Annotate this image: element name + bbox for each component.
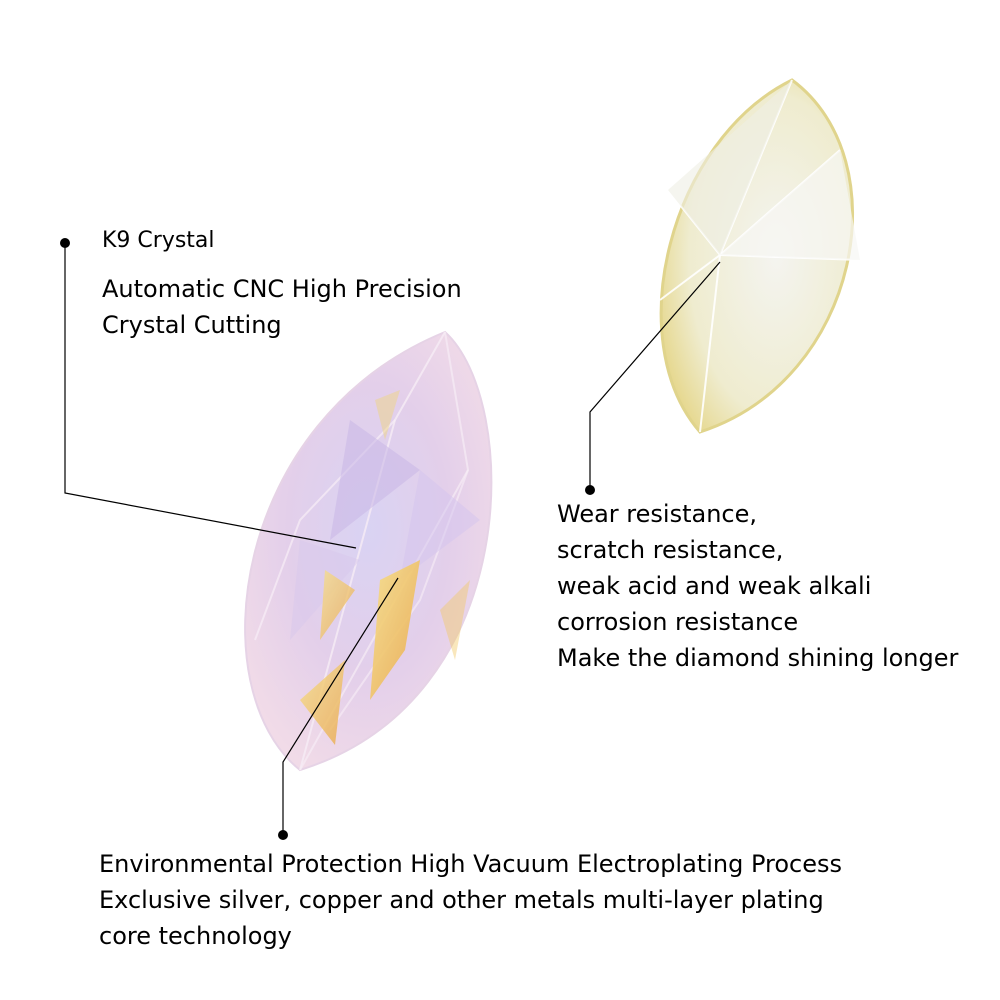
callout-dot-material bbox=[60, 238, 70, 248]
durability-line: Wear resistance, bbox=[557, 500, 757, 528]
durability-line: scratch resistance, bbox=[557, 536, 784, 564]
plating-line: core technology bbox=[99, 922, 292, 950]
callout-dot-plating bbox=[278, 830, 288, 840]
plating-description: Environmental Protection High Vacuum Ele… bbox=[99, 846, 842, 954]
durability-line: Make the diamond shining longer bbox=[557, 644, 959, 672]
material-title: K9 Crystal bbox=[102, 228, 215, 253]
opal-navette-stone bbox=[244, 330, 493, 772]
callout-lines bbox=[64, 243, 721, 833]
material-line: Automatic CNC High Precision bbox=[102, 275, 462, 303]
callout-line-plating bbox=[282, 577, 399, 833]
durability-description: Wear resistance, scratch resistance, wea… bbox=[557, 496, 958, 676]
material-description: Automatic CNC High Precision Crystal Cut… bbox=[102, 271, 462, 343]
callout-line-material bbox=[64, 243, 357, 549]
durability-line: corrosion resistance bbox=[557, 608, 799, 636]
callout-dot-durability bbox=[585, 485, 595, 495]
plating-line: Exclusive silver, copper and other metal… bbox=[99, 886, 824, 914]
plating-line: Environmental Protection High Vacuum Ele… bbox=[99, 850, 843, 878]
callout-line-durability bbox=[589, 261, 721, 488]
durability-line: weak acid and weak alkali bbox=[557, 572, 872, 600]
material-line: Crystal Cutting bbox=[102, 311, 282, 339]
foiled-navette-stone bbox=[659, 78, 861, 434]
